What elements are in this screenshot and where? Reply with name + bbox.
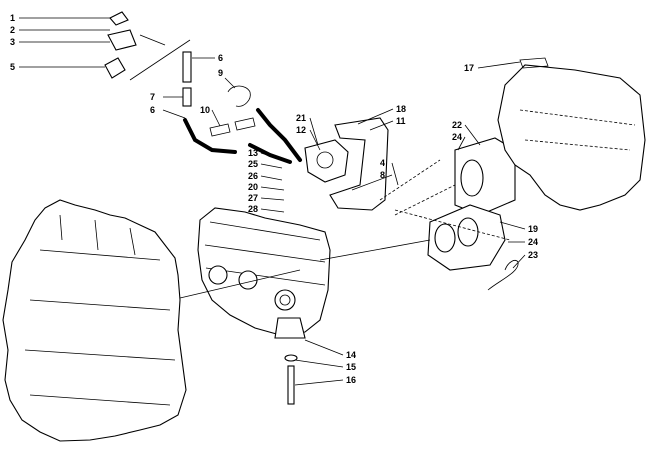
intake-housing [497, 57, 646, 211]
callout-17: 17 [464, 63, 474, 73]
callout-23: 23 [528, 250, 538, 260]
mounting-bracket [329, 117, 389, 211]
callout-2: 2 [10, 25, 15, 35]
callout-28: 28 [248, 204, 258, 214]
fuel-filter [182, 51, 192, 107]
airbox-front [454, 137, 516, 216]
callout-6b: 6 [150, 105, 155, 115]
strap [487, 260, 519, 291]
callout-18: 18 [396, 104, 406, 114]
callout-26: 26 [248, 171, 258, 181]
callout-labels: 1 2 3 5 6 9 7 6 10 21 12 18 11 13 25 26 … [10, 13, 538, 385]
fuel-line-hoses [183, 108, 302, 164]
callout-4: 4 [380, 158, 385, 168]
callout-9: 9 [218, 68, 223, 78]
callout-12: 12 [296, 125, 306, 135]
callout-11: 11 [396, 116, 406, 126]
callout-leaders [19, 17, 526, 386]
idle-screw [284, 354, 298, 405]
callout-7: 7 [150, 92, 155, 102]
callout-3: 3 [10, 37, 15, 47]
callout-16: 16 [346, 375, 356, 385]
callout-1: 1 [10, 13, 15, 23]
callout-15: 15 [346, 362, 356, 372]
callout-24a: 24 [452, 132, 462, 142]
carburetor-assembly [197, 207, 331, 339]
engine-block [2, 199, 187, 442]
callout-20: 20 [248, 182, 258, 192]
callout-27: 27 [248, 193, 258, 203]
fuel-pump [304, 139, 349, 183]
callout-10: 10 [200, 105, 210, 115]
clamp-ring [227, 85, 251, 107]
callout-6a: 6 [218, 53, 223, 63]
callout-24b: 24 [528, 237, 538, 247]
callout-5: 5 [10, 62, 15, 72]
callout-13: 13 [248, 148, 258, 158]
small-bracket-parts [104, 11, 166, 79]
callout-22: 22 [452, 120, 462, 130]
callout-21: 21 [296, 113, 306, 123]
callout-19: 19 [528, 224, 538, 234]
callout-8: 8 [380, 170, 385, 180]
airbox-silencer [427, 204, 506, 271]
callout-25: 25 [248, 159, 258, 169]
spring-clamp [209, 117, 256, 137]
callout-14: 14 [346, 350, 356, 360]
